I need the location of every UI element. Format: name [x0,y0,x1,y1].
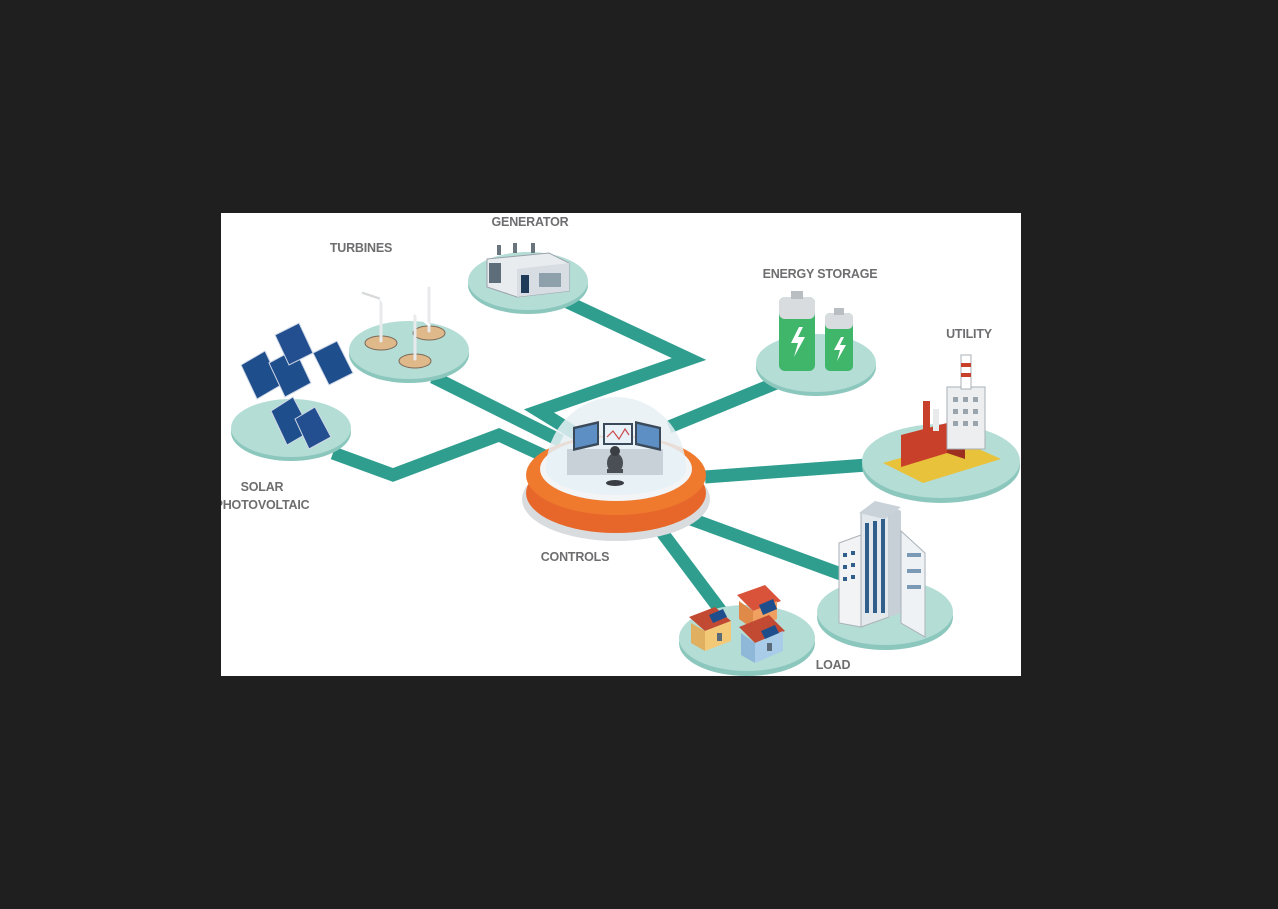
utility-node: UTILITY [862,327,1020,503]
solar-node: SOLAR PHOTOVOLTAIC [221,322,354,512]
houses-node [679,585,815,676]
solar-label-line2: PHOTOVOLTAIC [221,498,310,512]
connector-offices [688,512,852,584]
load-label: LOAD [816,658,851,672]
control-room-icon [567,421,663,486]
microgrid-illustration: GENERATOR TURBINES [221,215,1020,676]
wind-turbine-icon [361,261,447,369]
solar-panel-icon [240,322,354,450]
connector-utility [704,458,868,484]
energy-storage-label: ENERGY STORAGE [763,267,878,281]
battery-icon [779,291,853,371]
energy-storage-platform [756,334,876,392]
controls-label: CONTROLS [541,550,610,564]
connector-turbines [430,371,564,447]
microgrid-diagram: GENERATOR TURBINES [221,213,1021,676]
turbines-label: TURBINES [330,241,392,255]
connector-solar [330,427,554,482]
solar-label-line1: SOLAR [241,480,284,494]
connector-houses [655,527,727,615]
offices-node: LOAD [816,501,953,672]
generator-icon [486,243,570,298]
energy-storage-node: ENERGY STORAGE [756,267,878,396]
controls-node: CONTROLS [522,397,710,564]
houses-icon [689,585,785,663]
turbines-platform [349,321,469,379]
turbines-node: TURBINES [330,241,469,383]
office-buildings-icon [838,501,926,638]
power-plant-icon [883,354,1001,483]
utility-label: UTILITY [946,327,993,341]
generator-label: GENERATOR [492,215,569,229]
generator-node: GENERATOR [468,215,588,314]
connector-energy-storage [666,374,784,434]
